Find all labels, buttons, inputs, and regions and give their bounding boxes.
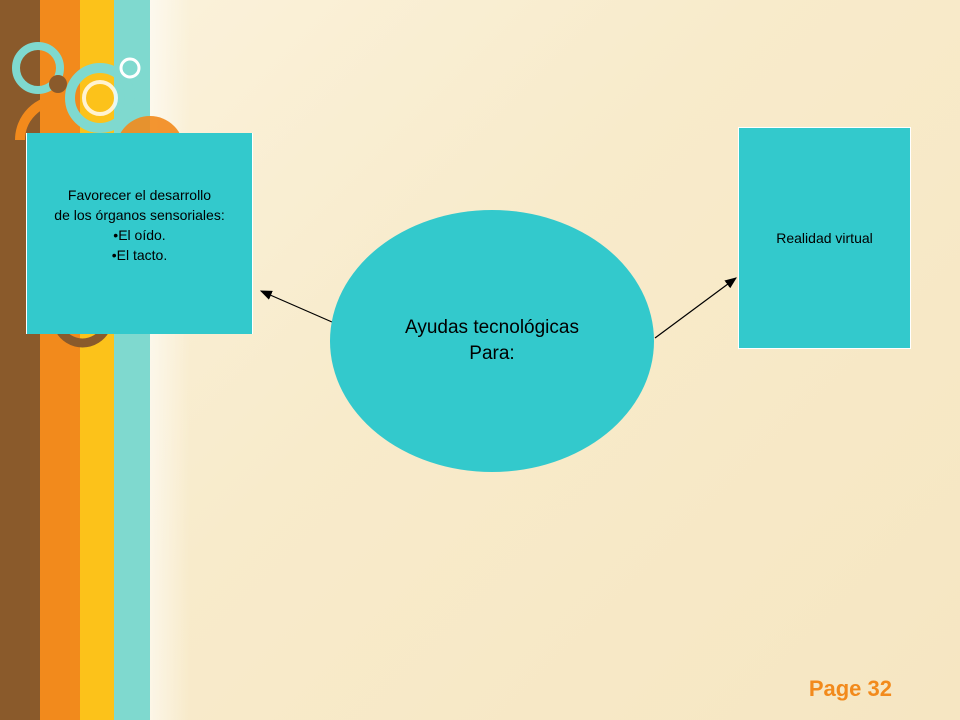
central-ellipse: Ayudas tecnológicas Para: <box>330 210 654 472</box>
deco-ring-small <box>119 57 141 79</box>
deco-ring-white <box>82 80 118 116</box>
deco-arc-orange <box>15 95 61 141</box>
right-box-label: Realidad virtual <box>776 230 873 246</box>
deco-arc-brown <box>56 327 109 348</box>
left-box-line-2: de los órganos sensoriales: <box>54 206 225 223</box>
center-line-2: Para: <box>469 343 515 364</box>
left-box-line-1: Favorecer el desarrollo <box>67 186 212 203</box>
page-number: Page 32 <box>808 676 892 701</box>
center-line-1: Ayudas tecnológicas <box>405 317 579 338</box>
sensory-development-box: Favorecer el desarrollo de los órganos s… <box>26 133 253 334</box>
left-box-line-4: •El tacto. <box>111 246 168 263</box>
left-box-line-3: •El oído. <box>113 226 166 243</box>
arrow-to-right-box <box>654 277 737 339</box>
deco-ring-teal-large <box>65 63 135 133</box>
deco-dot-brown <box>49 75 67 93</box>
deco-ring-teal <box>12 42 64 94</box>
virtual-reality-box: Realidad virtual <box>738 127 911 349</box>
arrow-to-left-box <box>259 290 333 323</box>
